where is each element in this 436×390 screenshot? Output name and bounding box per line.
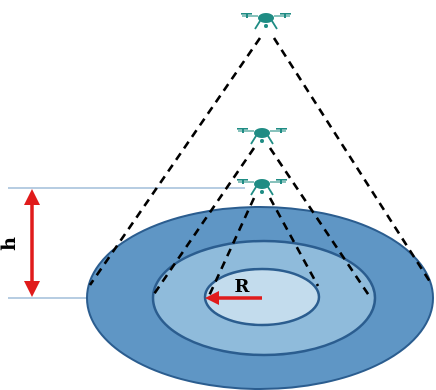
drone-middle-icon [236,127,288,145]
coverage-beams [88,37,434,299]
height-arrow [24,189,40,297]
drone-top-icon [240,12,292,30]
beam-middle-right [268,147,372,298]
beam-top-right [272,37,434,286]
height-label: h [0,237,20,251]
beam-bottom-right [268,197,320,287]
beam-top-left [88,37,262,286]
beam-bottom-left [206,197,256,299]
drone-bottom-icon [236,178,288,196]
radius-arrow [205,291,262,305]
beam-middle-left [150,147,256,298]
radius-label: R [235,276,251,297]
